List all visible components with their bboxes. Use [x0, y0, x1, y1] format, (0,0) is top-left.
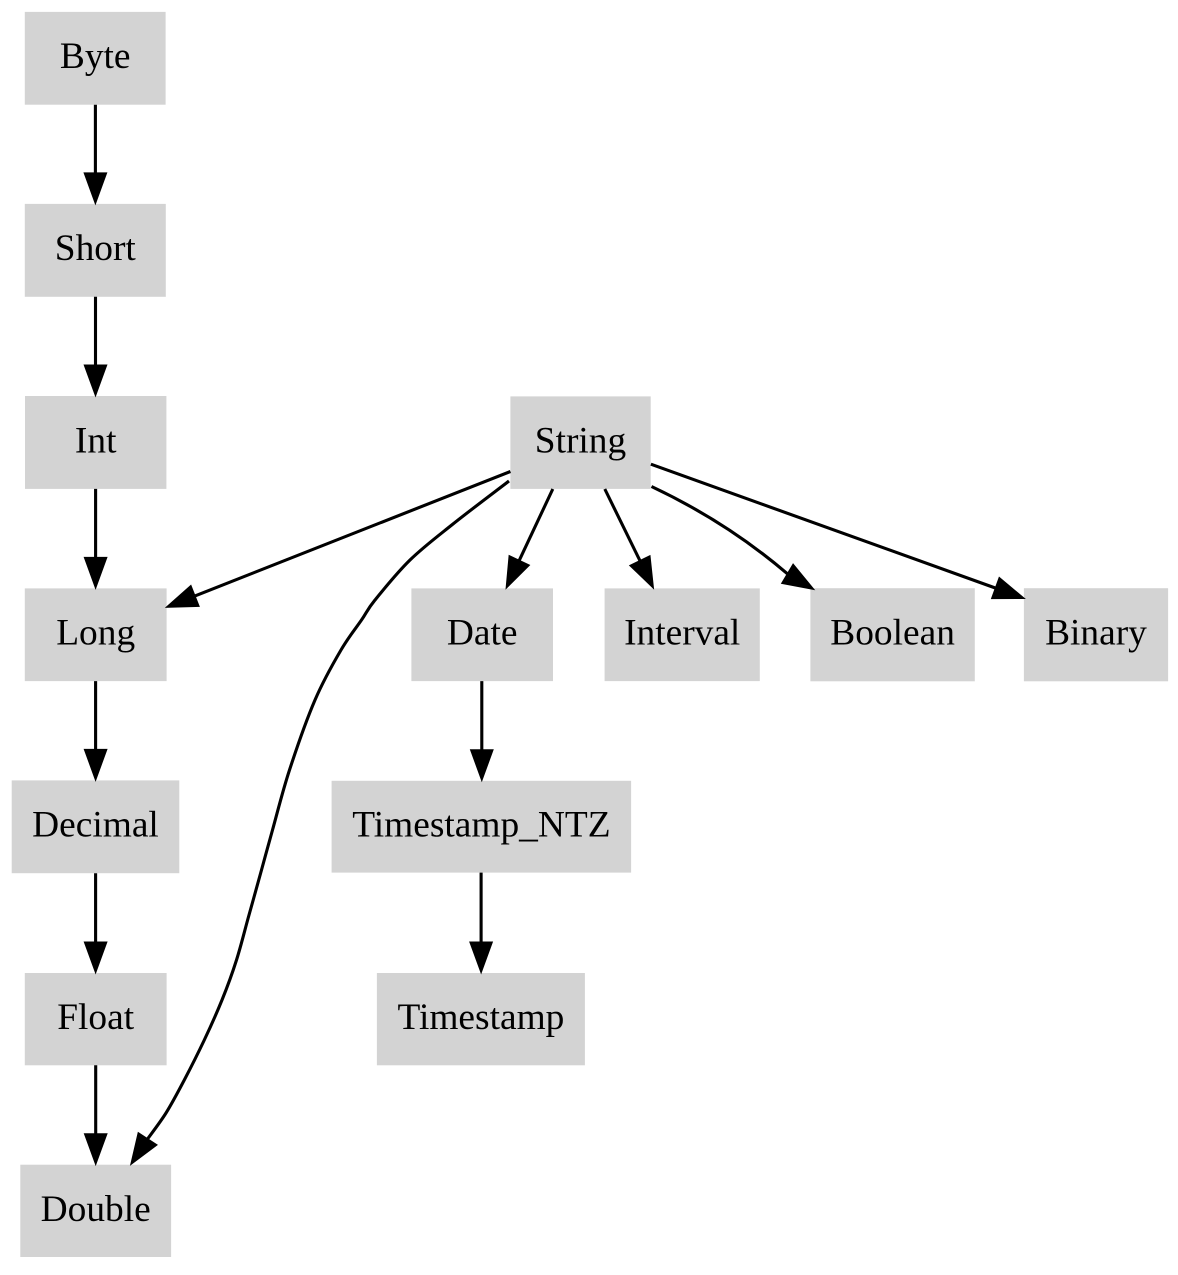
svg-text:Boolean: Boolean: [830, 613, 955, 654]
svg-text:Short: Short: [55, 228, 137, 269]
svg-text:Date: Date: [447, 613, 518, 654]
svg-text:Binary: Binary: [1045, 613, 1147, 654]
svg-text:Double: Double: [41, 1189, 151, 1230]
svg-text:Long: Long: [56, 613, 135, 654]
svg-text:String: String: [535, 421, 626, 462]
svg-text:Timestamp_NTZ: Timestamp_NTZ: [352, 805, 610, 846]
svg-text:Float: Float: [57, 997, 134, 1038]
svg-text:Byte: Byte: [60, 36, 131, 77]
svg-text:Decimal: Decimal: [32, 805, 159, 846]
svg-text:Int: Int: [75, 420, 117, 461]
svg-text:Timestamp: Timestamp: [397, 997, 564, 1038]
svg-text:Interval: Interval: [624, 613, 740, 654]
